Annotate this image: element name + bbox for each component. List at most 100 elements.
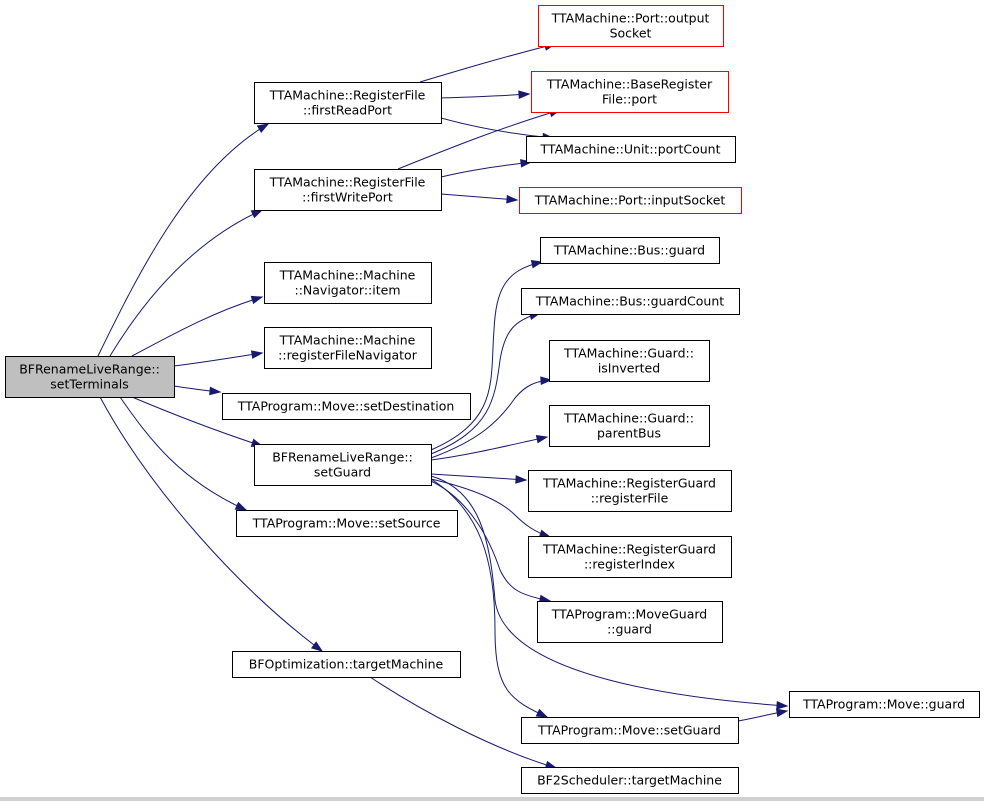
edge-line <box>430 436 548 461</box>
node-box <box>521 767 739 794</box>
node-box <box>254 444 432 486</box>
edge-root-to-rfNavigator <box>173 350 264 367</box>
node-box <box>232 651 461 678</box>
edge-firstWritePort-to-portCount <box>440 159 533 178</box>
node-label-line: ::firstReadPort <box>303 103 392 118</box>
edge-line <box>430 473 527 481</box>
node-box <box>236 510 458 537</box>
arrowhead-icon <box>506 194 519 204</box>
node-label-line: TTAMachine::Machine <box>279 333 416 348</box>
node-label-line: setGuard <box>314 465 371 480</box>
node-label-line: TTAMachine::Port::output <box>551 11 710 26</box>
node-root[interactable]: BFRenameLiveRange::setTerminals <box>5 356 175 398</box>
edge-moveSetGuard-to-moveGuard <box>737 708 789 722</box>
node-label-line: Socket <box>610 26 652 41</box>
edge-line <box>173 352 263 367</box>
node-box <box>549 340 710 382</box>
edge-line <box>440 193 518 201</box>
node-setGuard[interactable]: BFRenameLiveRange::setGuard <box>254 444 432 486</box>
node-label-line: TTAMachine::RegisterGuard <box>542 542 716 557</box>
node-label-line: ::firstWritePort <box>302 190 393 205</box>
node-moveSetGuard[interactable]: TTAProgram::Move::setGuard <box>521 717 739 744</box>
node-label-line: ::Navigator::item <box>294 283 400 298</box>
arrowhead-icon <box>515 475 528 484</box>
edge-setGuard-to-busGuardCount <box>430 311 542 455</box>
arrowhead-icon <box>535 435 549 444</box>
node-setSource[interactable]: TTAProgram::Move::setSource <box>236 510 458 537</box>
node-box <box>528 470 732 512</box>
edge-firstWritePort-to-inputSocket <box>440 193 519 204</box>
arrowhead-icon <box>250 350 264 359</box>
bottom-scrollbar <box>0 797 984 801</box>
edge-line <box>430 475 788 707</box>
edge-line <box>419 43 556 83</box>
node-label-line: ::guard <box>607 622 652 637</box>
node-busGuard[interactable]: TTAMachine::Bus::guard <box>540 237 720 264</box>
node-parentBus[interactable]: TTAMachine::Guard::parentBus <box>549 405 710 447</box>
node-box <box>254 82 442 124</box>
edge-line <box>369 676 557 769</box>
node-rgRegisterIndex[interactable]: TTAMachine::RegisterGuard::registerIndex <box>528 536 732 578</box>
node-inputSocket[interactable]: TTAMachine::Port::inputSocket <box>519 187 742 214</box>
node-label-line: BFRenameLiveRange:: <box>272 450 413 465</box>
edge-layer <box>97 42 789 770</box>
edge-setGuard-to-isInverted <box>430 376 553 459</box>
node-label-line: ::registerFile <box>591 491 669 506</box>
node-box <box>789 691 980 718</box>
node-label-line: setTerminals <box>50 377 128 392</box>
node-firstReadPort[interactable]: TTAMachine::RegisterFile::firstReadPort <box>254 82 442 124</box>
node-box <box>222 393 471 420</box>
node-box <box>519 187 742 214</box>
node-firstWritePort[interactable]: TTAMachine::RegisterFile::firstWritePort <box>254 169 442 211</box>
edge-setGuard-to-rgRegisterFile <box>430 473 528 484</box>
node-isInverted[interactable]: TTAMachine::Guard::isInverted <box>549 340 710 382</box>
node-targetMachine[interactable]: BFOptimization::targetMachine <box>232 651 461 678</box>
node-label-line: TTAProgram::Move::setGuard <box>537 723 721 738</box>
node-moveGuardGuard[interactable]: TTAProgram::MoveGuard::guard <box>537 601 723 643</box>
edge-line <box>430 312 541 455</box>
edge-line <box>440 161 532 178</box>
arrowhead-icon <box>776 700 789 710</box>
edge-line <box>99 396 323 652</box>
node-label-line: TTAProgram::MoveGuard <box>551 607 707 622</box>
node-label-line: File::port <box>602 92 657 107</box>
node-box <box>264 327 432 369</box>
edge-line <box>119 396 247 511</box>
node-portCount[interactable]: TTAMachine::Unit::portCount <box>526 136 736 163</box>
node-label-line: ::registerFileNavigator <box>278 348 418 363</box>
node-label-line: TTAProgram::Move::setSource <box>252 516 441 531</box>
node-setDestination[interactable]: TTAProgram::Move::setDestination <box>222 393 471 420</box>
node-busGuardCount[interactable]: TTAMachine::Bus::guardCount <box>521 288 740 315</box>
node-box <box>521 288 740 315</box>
node-label-line: TTAMachine::BaseRegister <box>546 77 713 92</box>
edge-line <box>397 109 561 170</box>
arrowhead-icon <box>311 641 324 652</box>
node-rfNavigator[interactable]: TTAMachine::Machine::registerFileNavigat… <box>264 327 432 369</box>
arrowhead-icon <box>518 90 531 100</box>
node-box <box>540 237 720 264</box>
edge-line <box>430 478 551 538</box>
node-label-line: TTAMachine::Guard:: <box>563 411 694 426</box>
node-box <box>538 5 724 47</box>
arrowhead-icon <box>530 260 544 269</box>
edge-root-to-setSource <box>119 396 248 511</box>
node-label-line: BFRenameLiveRange:: <box>19 362 160 377</box>
node-label-line: TTAMachine::Machine <box>279 268 416 283</box>
node-label-line: TTAMachine::Bus::guardCount <box>535 294 724 309</box>
node-box <box>5 356 175 398</box>
edge-line <box>131 296 263 357</box>
node-bf2TargetMachine[interactable]: BF2Scheduler::targetMachine <box>521 767 739 794</box>
arrowhead-icon <box>209 386 222 396</box>
node-moveGuard[interactable]: TTAProgram::Move::guard <box>789 691 980 718</box>
node-label-line: ::registerIndex <box>584 557 675 572</box>
node-label-line: BF2Scheduler::targetMachine <box>537 773 722 788</box>
node-navItem[interactable]: TTAMachine::Machine::Navigator::item <box>264 262 432 304</box>
edge-setGuard-to-busGuard <box>430 260 544 451</box>
arrowhead-icon <box>535 708 549 718</box>
node-rgRegisterFile[interactable]: TTAMachine::RegisterGuard::registerFile <box>528 470 732 512</box>
edge-line <box>440 117 554 139</box>
edge-line <box>97 123 269 357</box>
